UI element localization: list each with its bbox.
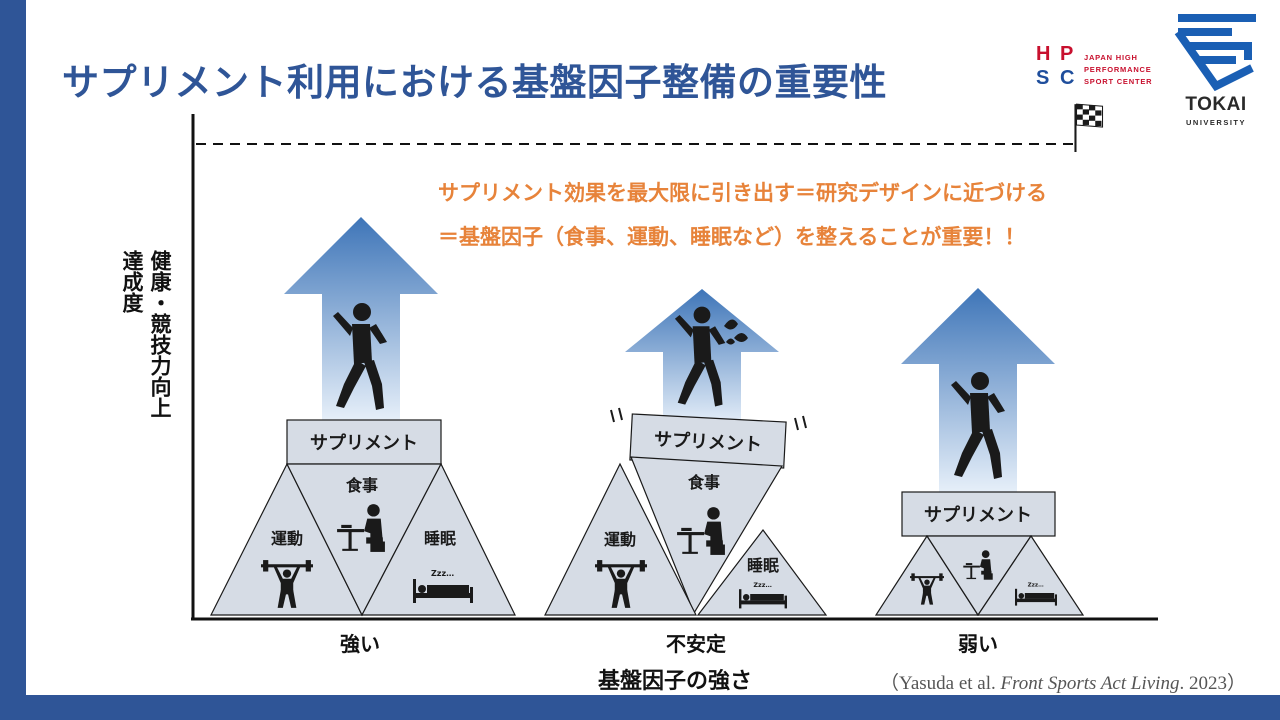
group-weak: サプリメント	[874, 288, 1085, 617]
group-strong: サプリメント 運動 食事 睡眠	[210, 217, 516, 617]
hpsc-letter-c: C	[1060, 67, 1075, 89]
category-label-weak: 弱い	[958, 632, 998, 656]
y-axis-label: 健康・競技力向上 達成度	[118, 250, 174, 470]
tokai-university-logo: TOKAI UNIVERSITY	[1172, 12, 1262, 130]
meal-label: 食事	[345, 476, 378, 495]
y-axis-label-line-2: 達成度	[120, 250, 144, 313]
hpsc-letter-p: P	[1060, 43, 1074, 65]
category-label-unstable: 不安定	[666, 632, 726, 656]
sweat-drops-icon	[724, 319, 748, 345]
tokai-university-text: UNIVERSITY	[1185, 118, 1246, 127]
citation-prefix: （Yasuda et al.	[880, 673, 1001, 694]
bottom-frame-bar	[0, 695, 1280, 720]
supplement-box	[286, 419, 442, 465]
exercise-triangle	[544, 462, 697, 616]
group-unstable: サプリメント 食事 運動 睡眠	[544, 289, 828, 616]
shake-marks-icon	[610, 407, 807, 431]
slide-title: サプリメント利用における基盤因子整備の重要性	[62, 61, 887, 104]
hpsc-text-line2: PERFORMANCE	[1084, 65, 1152, 74]
hpsc-letter-s: S	[1036, 67, 1050, 89]
sleep-label: 睡眠	[747, 556, 779, 575]
hpsc-text-line1: JAPAN HIGH	[1084, 53, 1138, 62]
growth-arrow	[901, 288, 1055, 492]
exercise-label: 運動	[604, 530, 636, 549]
supplement-label: サプリメント	[924, 504, 1032, 526]
supplement-label: サプリメント	[310, 432, 418, 454]
checkered-flag-icon	[1073, 103, 1104, 152]
message-line-2: ＝基盤因子（食事、運動、睡眠など）を整えることが重要！！	[438, 225, 1026, 249]
hpsc-text-line3: SPORT CENTER	[1084, 77, 1153, 86]
meal-label: 食事	[687, 473, 720, 492]
citation-journal: Front Sports Act Living	[1000, 673, 1180, 694]
citation: （Yasuda et al. Front Sports Act Living. …	[880, 668, 1246, 695]
category-label-strong: 強い	[340, 632, 380, 656]
hpsc-letter-h: H	[1036, 43, 1051, 65]
x-axis-label: 基盤因子の強さ	[598, 669, 753, 694]
sleep-label: 睡眠	[424, 529, 456, 548]
meal-triangle	[630, 456, 784, 615]
exercise-label: 運動	[271, 529, 303, 548]
tokai-emblem-icon	[1174, 14, 1256, 92]
citation-suffix: . 2023）	[1179, 673, 1246, 694]
tokai-name: TOKAI	[1185, 94, 1247, 115]
sleep-triangle	[696, 529, 828, 616]
hpsc-logo: H P S C JAPAN HIGH PERFORMANCE SPORT CEN…	[1036, 44, 1176, 94]
y-axis-label-line-1: 健康・競技力向上	[148, 250, 172, 418]
message-line-1: サプリメント効果を最大限に引き出す＝研究デザインに近づける	[438, 181, 1047, 205]
sleep-triangle	[361, 462, 516, 616]
left-frame-bar	[0, 0, 26, 720]
